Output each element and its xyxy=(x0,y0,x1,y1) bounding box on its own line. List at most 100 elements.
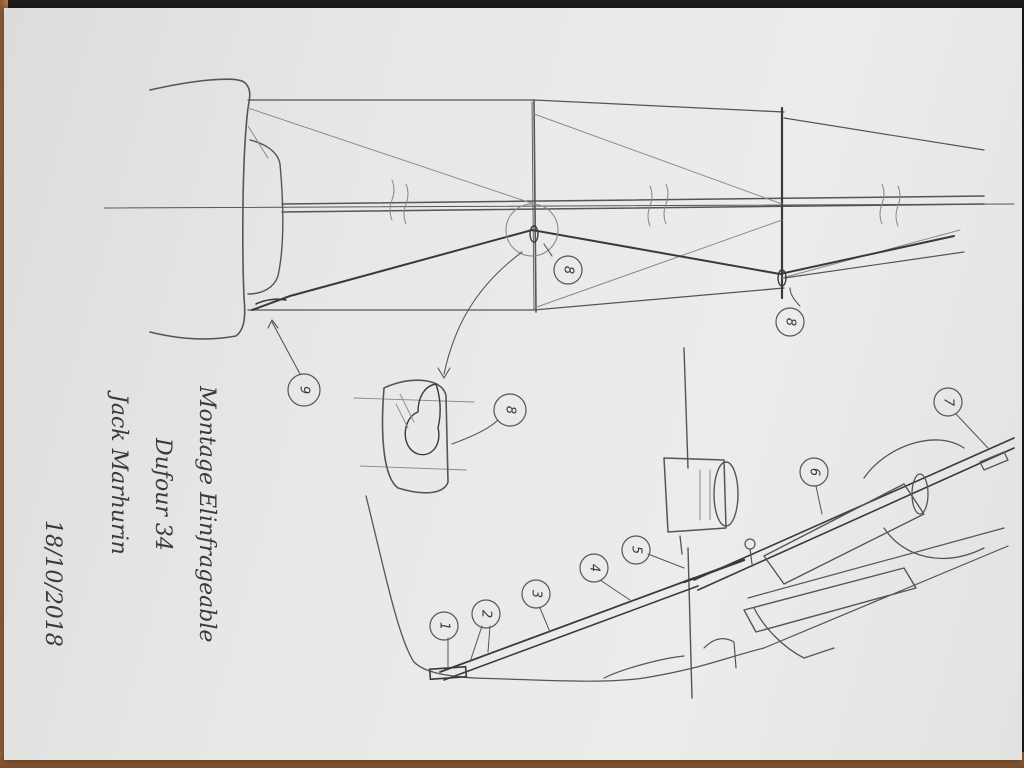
callout-3: 3 xyxy=(529,590,544,598)
leader-2b xyxy=(487,625,491,653)
callout-3-ring xyxy=(521,579,551,609)
brace-b xyxy=(533,113,783,205)
hull-curve xyxy=(365,495,475,679)
shaft-ext-lower xyxy=(697,447,1015,591)
boat-plan-view: 8 8 9 xyxy=(103,78,1015,407)
brace-c xyxy=(533,219,783,309)
pencil-sketch: 8 8 9 8 xyxy=(40,78,1015,699)
control-cable xyxy=(251,228,955,311)
callout-8-right-ring xyxy=(775,307,805,337)
callout-1-ring xyxy=(429,611,459,641)
stock-clamp xyxy=(703,638,737,669)
leader-4 xyxy=(599,579,631,601)
callout-7: 7 xyxy=(941,398,956,407)
note-date: 18/10/2018 xyxy=(40,520,65,647)
detail-axis-bottom xyxy=(359,465,467,471)
winch-stem xyxy=(679,535,683,555)
callout-7-ring xyxy=(933,387,963,417)
callout-4-ring xyxy=(579,553,609,583)
leader-9 xyxy=(271,321,301,375)
deck-line xyxy=(473,647,765,682)
stock-housing-upper xyxy=(743,567,917,633)
callout-8-top-ring xyxy=(553,255,583,285)
note-title: Montage Elinfrageable xyxy=(194,385,219,642)
frame-1 xyxy=(533,99,537,313)
water-mark-3 xyxy=(647,185,653,227)
post-vertical xyxy=(683,347,689,469)
callout-9: 9 xyxy=(297,386,312,394)
sleeve-tube xyxy=(763,483,925,585)
callout-2-ring xyxy=(471,599,501,629)
callout-5: 5 xyxy=(629,546,644,554)
hull-bottom-edge-b xyxy=(533,287,785,311)
stern-shading xyxy=(247,125,269,159)
rudder-hub xyxy=(911,473,929,515)
post-lower xyxy=(687,547,693,699)
deck-inner xyxy=(603,655,685,679)
pulley-block-body xyxy=(381,379,449,494)
rudder-blade-bottom xyxy=(883,527,985,560)
stern-transom xyxy=(149,78,251,340)
knob-stem xyxy=(749,548,753,565)
pulley-8-right xyxy=(777,269,787,287)
leader-2a xyxy=(469,625,483,663)
leader-8-detail xyxy=(451,419,499,445)
keel-line-lower xyxy=(281,203,985,213)
arrowhead-detail xyxy=(437,367,451,379)
water-mark-5 xyxy=(879,183,885,225)
note-boat: Dufour 34 xyxy=(150,437,175,551)
rudder-blade-top xyxy=(863,439,965,479)
detail-circle xyxy=(505,203,559,257)
end-fitting-7 xyxy=(979,451,1009,471)
callout-4: 4 xyxy=(587,564,602,572)
stock-line-2 xyxy=(763,545,1009,649)
hull-top-edge-c xyxy=(783,117,985,151)
arrowhead-9 xyxy=(267,319,279,329)
water-mark-4 xyxy=(663,183,669,225)
leader-3 xyxy=(539,607,551,633)
leader-detail xyxy=(443,251,523,375)
cable-eyelet-stern xyxy=(255,298,287,305)
pulley-hatch-2 xyxy=(395,403,409,429)
water-mark-6 xyxy=(895,185,901,227)
detail-axis-top xyxy=(353,397,475,403)
pulley-sheave xyxy=(404,383,441,456)
callout-2: 2 xyxy=(479,610,494,618)
callout-8-right: 8 xyxy=(783,318,798,326)
shaft-lower xyxy=(443,585,699,681)
knob xyxy=(744,538,756,550)
handwritten-note: Montage Elinfrageable Dufour 34 Jack Mar… xyxy=(40,385,219,647)
callout-8-detail-ring xyxy=(493,393,527,427)
callout-8-detail: 8 xyxy=(503,406,518,414)
brace-a xyxy=(247,107,535,205)
callout-6-ring xyxy=(799,457,829,487)
leader-8-top xyxy=(543,243,553,257)
water-mark-2 xyxy=(403,183,409,225)
leader-5 xyxy=(647,553,685,569)
cable-clamp xyxy=(682,558,746,584)
rudder-assembly: 1 2 3 4 5 6 7 xyxy=(365,347,1015,699)
water-mark-1 xyxy=(389,179,395,221)
stock-bracket xyxy=(753,607,835,659)
hull-top-edge-b xyxy=(533,99,785,113)
callout-6: 6 xyxy=(807,468,822,476)
winch-drum xyxy=(713,461,739,527)
note-author: Jack Marhurin xyxy=(106,390,131,555)
keel-line-upper xyxy=(281,195,985,205)
winch-housing xyxy=(663,457,727,533)
hull-bottom-edge-c xyxy=(783,251,965,279)
pulley-hatch-1 xyxy=(399,393,415,423)
paper-sheet: 8 8 9 8 xyxy=(4,8,1022,760)
callout-9-ring xyxy=(287,373,321,407)
callout-5-ring xyxy=(621,535,651,565)
pulley-8-top xyxy=(529,225,539,243)
shaft-upper xyxy=(439,577,695,673)
callout-8-top: 8 xyxy=(561,266,576,274)
leader-7 xyxy=(955,413,989,449)
pulley-detail: 8 xyxy=(353,379,527,494)
callout-1: 1 xyxy=(437,622,452,630)
stern-bench xyxy=(247,139,284,295)
leader-6 xyxy=(815,485,823,515)
frame-1-shadow xyxy=(531,101,535,311)
stock-line-1 xyxy=(747,527,1005,599)
